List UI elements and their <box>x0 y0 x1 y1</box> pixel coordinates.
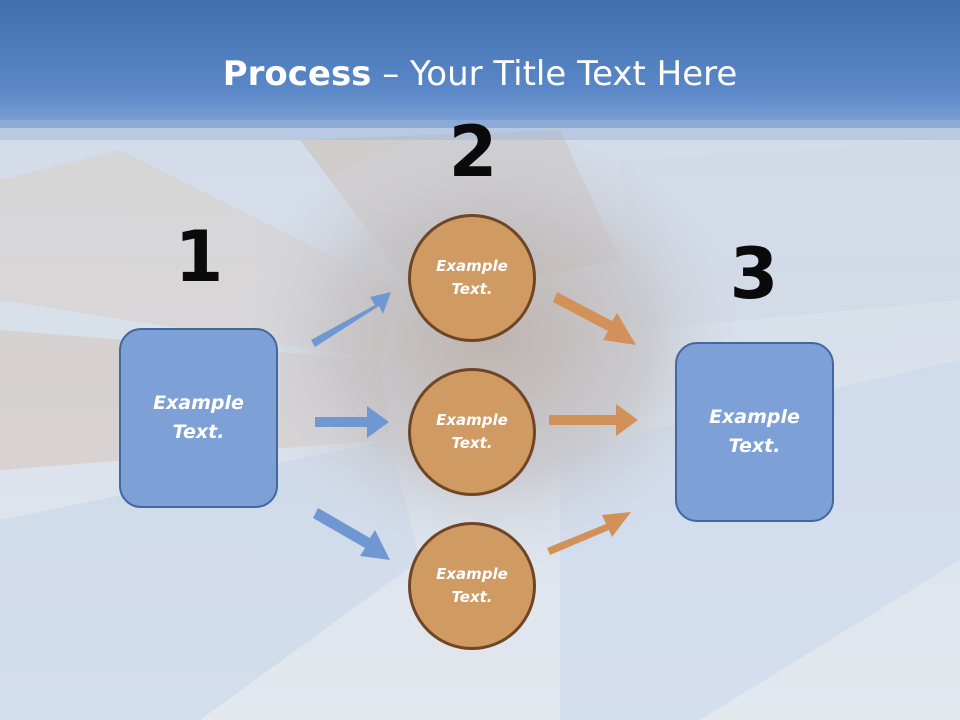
slide-title: Process – Your Title Text Here <box>0 52 960 96</box>
step-number-1: 1 <box>174 216 224 298</box>
step2-circle-bottom: Example Text. <box>408 522 536 650</box>
title-rest: – Your Title Text Here <box>371 54 738 94</box>
step-number-2: 2 <box>448 111 498 193</box>
arrow-box1-to-circle2 <box>315 406 389 438</box>
step-number-3: 3 <box>729 233 779 315</box>
arrow-circle3-to-box3 <box>547 512 631 555</box>
step1-box: Example Text. <box>119 328 278 508</box>
title-bold: Process <box>222 54 372 94</box>
arrow-box1-to-circle3 <box>313 508 390 560</box>
step3-box: Example Text. <box>675 342 834 522</box>
step1-box-text: Example Text. <box>153 392 244 443</box>
circle1-text: Example Text. <box>436 257 508 298</box>
arrow-box1-to-circle1 <box>311 292 391 347</box>
step3-box-text: Example Text. <box>709 406 800 457</box>
arrow-circle1-to-box3 <box>553 292 636 345</box>
step2-circle-top: Example Text. <box>408 214 536 342</box>
circle3-text: Example Text. <box>436 565 508 606</box>
circle2-text: Example Text. <box>436 411 508 452</box>
arrow-circle2-to-box3 <box>549 404 638 436</box>
step2-circle-middle: Example Text. <box>408 368 536 496</box>
